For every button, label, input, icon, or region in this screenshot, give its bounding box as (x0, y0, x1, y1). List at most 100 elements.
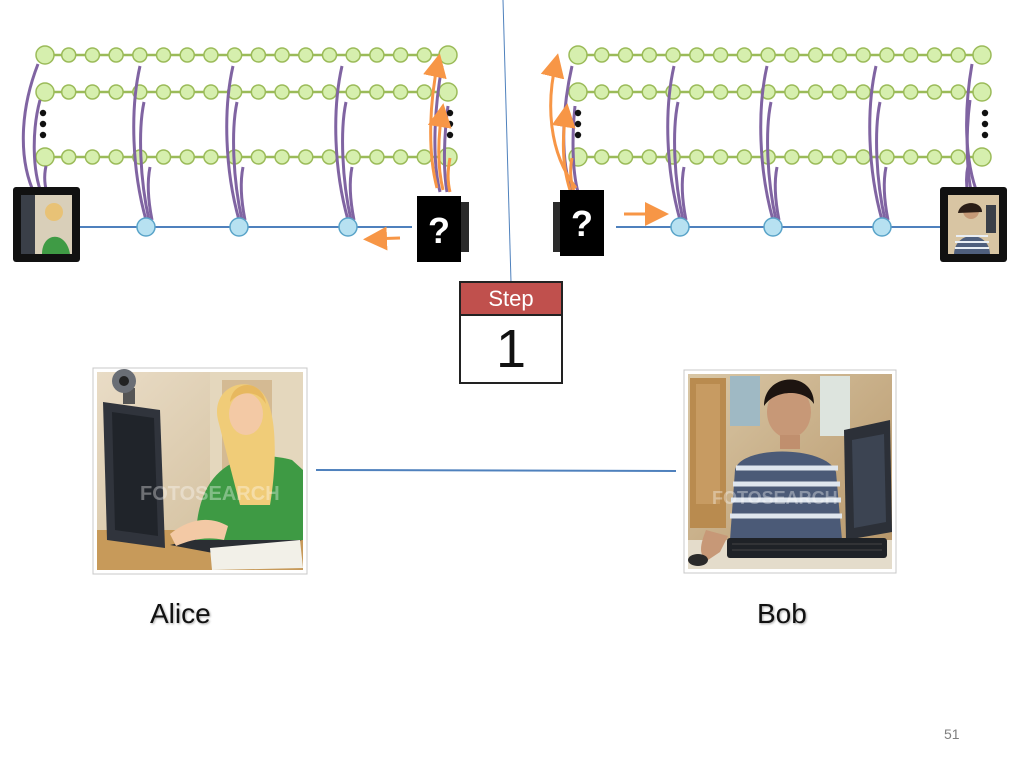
pointer-node (763, 217, 783, 237)
chain-node (250, 149, 267, 165)
chain-node (250, 47, 267, 63)
slide-number: 51 (944, 726, 960, 742)
pointer-link (433, 65, 444, 193)
pointer-link (680, 166, 688, 221)
pointer-link (666, 65, 682, 221)
chain-node (60, 149, 77, 165)
svg-text:FOTOSEARCH: FOTOSEARCH (140, 483, 280, 505)
pointer-node (338, 217, 358, 237)
chain-node (132, 47, 148, 63)
chain-node (298, 47, 314, 63)
chain-node (369, 47, 385, 63)
chain-node (617, 149, 634, 165)
left-chains (35, 45, 458, 167)
chain-node (807, 84, 824, 100)
bob-photo: FOTOSEARCH (683, 369, 897, 574)
chain-node (108, 47, 124, 63)
left-links (21, 63, 450, 221)
bob-label: Bob (757, 598, 807, 629)
chain-node (807, 47, 824, 63)
right-arrows (540, 53, 669, 226)
pointer-link (239, 166, 247, 221)
chain-node (155, 47, 172, 63)
chain-node (274, 47, 290, 63)
chain-node (831, 84, 848, 100)
chain-node (712, 84, 729, 100)
bob-thumbnail-icon (940, 187, 1007, 262)
pointer-link (334, 65, 350, 221)
chain-node (784, 47, 800, 63)
chain-node (950, 84, 966, 100)
chain-node (712, 149, 729, 165)
svg-text:FOTOSEARCH: FOTOSEARCH (712, 488, 838, 508)
alice-photo: FOTOSEARCH (92, 367, 308, 575)
left-arrows (363, 53, 452, 251)
chain-node (617, 84, 634, 100)
chain-node (203, 47, 219, 63)
chain-node (392, 47, 409, 63)
vertical-ellipsis-icon (39, 109, 47, 139)
pointer-link (341, 101, 353, 221)
chain-node (155, 149, 172, 165)
step-label: Step (461, 283, 561, 316)
chain-node (902, 84, 919, 100)
chain-node (641, 47, 658, 63)
chain-node (594, 84, 610, 100)
pointer-link (875, 101, 887, 221)
chain-node (392, 84, 409, 100)
chain-node (392, 149, 409, 165)
pointer-link (139, 101, 151, 221)
pointer-link (232, 101, 244, 221)
chain-node (203, 149, 219, 165)
chain-node (345, 84, 361, 100)
pointer-link (146, 166, 154, 221)
left-base-line (80, 217, 412, 237)
chain-node (950, 47, 966, 63)
chain-node (617, 47, 634, 63)
right-base-line (616, 217, 942, 237)
vertical-ellipsis-icon (574, 109, 582, 139)
chain-node (902, 47, 919, 63)
chain-node (831, 149, 848, 165)
right-unknown-box: ? (553, 190, 604, 256)
pointer-link (673, 101, 685, 221)
alice-bob-link (315, 469, 677, 472)
chain-node (712, 47, 729, 63)
chain-node (594, 47, 610, 63)
unknown-mark: ? (571, 203, 593, 244)
chain-node (35, 45, 55, 65)
pointer-link (348, 166, 356, 221)
pointer-link (759, 65, 775, 221)
chain-node (594, 149, 610, 165)
chain-node (179, 47, 195, 63)
vertical-ellipsis-icon (981, 109, 989, 139)
pointer-node (136, 217, 156, 237)
step-number: 1 (495, 319, 527, 379)
chain-node (416, 149, 433, 165)
chain-node (972, 82, 992, 102)
chain-node (321, 84, 338, 100)
pointer-node (872, 217, 892, 237)
divider-line (502, 0, 512, 283)
chain-node (84, 149, 101, 165)
pointer-link (132, 65, 148, 221)
chain-node (831, 47, 848, 63)
chain-node (736, 84, 753, 100)
pointer-link (766, 101, 778, 221)
chain-node (438, 45, 458, 65)
chain-node (760, 47, 776, 63)
chain-node (35, 147, 55, 167)
chain-node (108, 84, 124, 100)
chain-node (60, 84, 77, 100)
chain-node (784, 84, 800, 100)
step-box: Step 1 (459, 281, 563, 384)
pointer-link (225, 65, 241, 221)
chain-node (641, 149, 658, 165)
chain-node (416, 47, 433, 63)
right-chains (568, 45, 992, 167)
chain-node (926, 84, 943, 100)
chain-node (972, 147, 992, 167)
chain-node (369, 149, 385, 165)
chain-node (321, 149, 338, 165)
vertical-ellipsis-icon (446, 109, 454, 139)
